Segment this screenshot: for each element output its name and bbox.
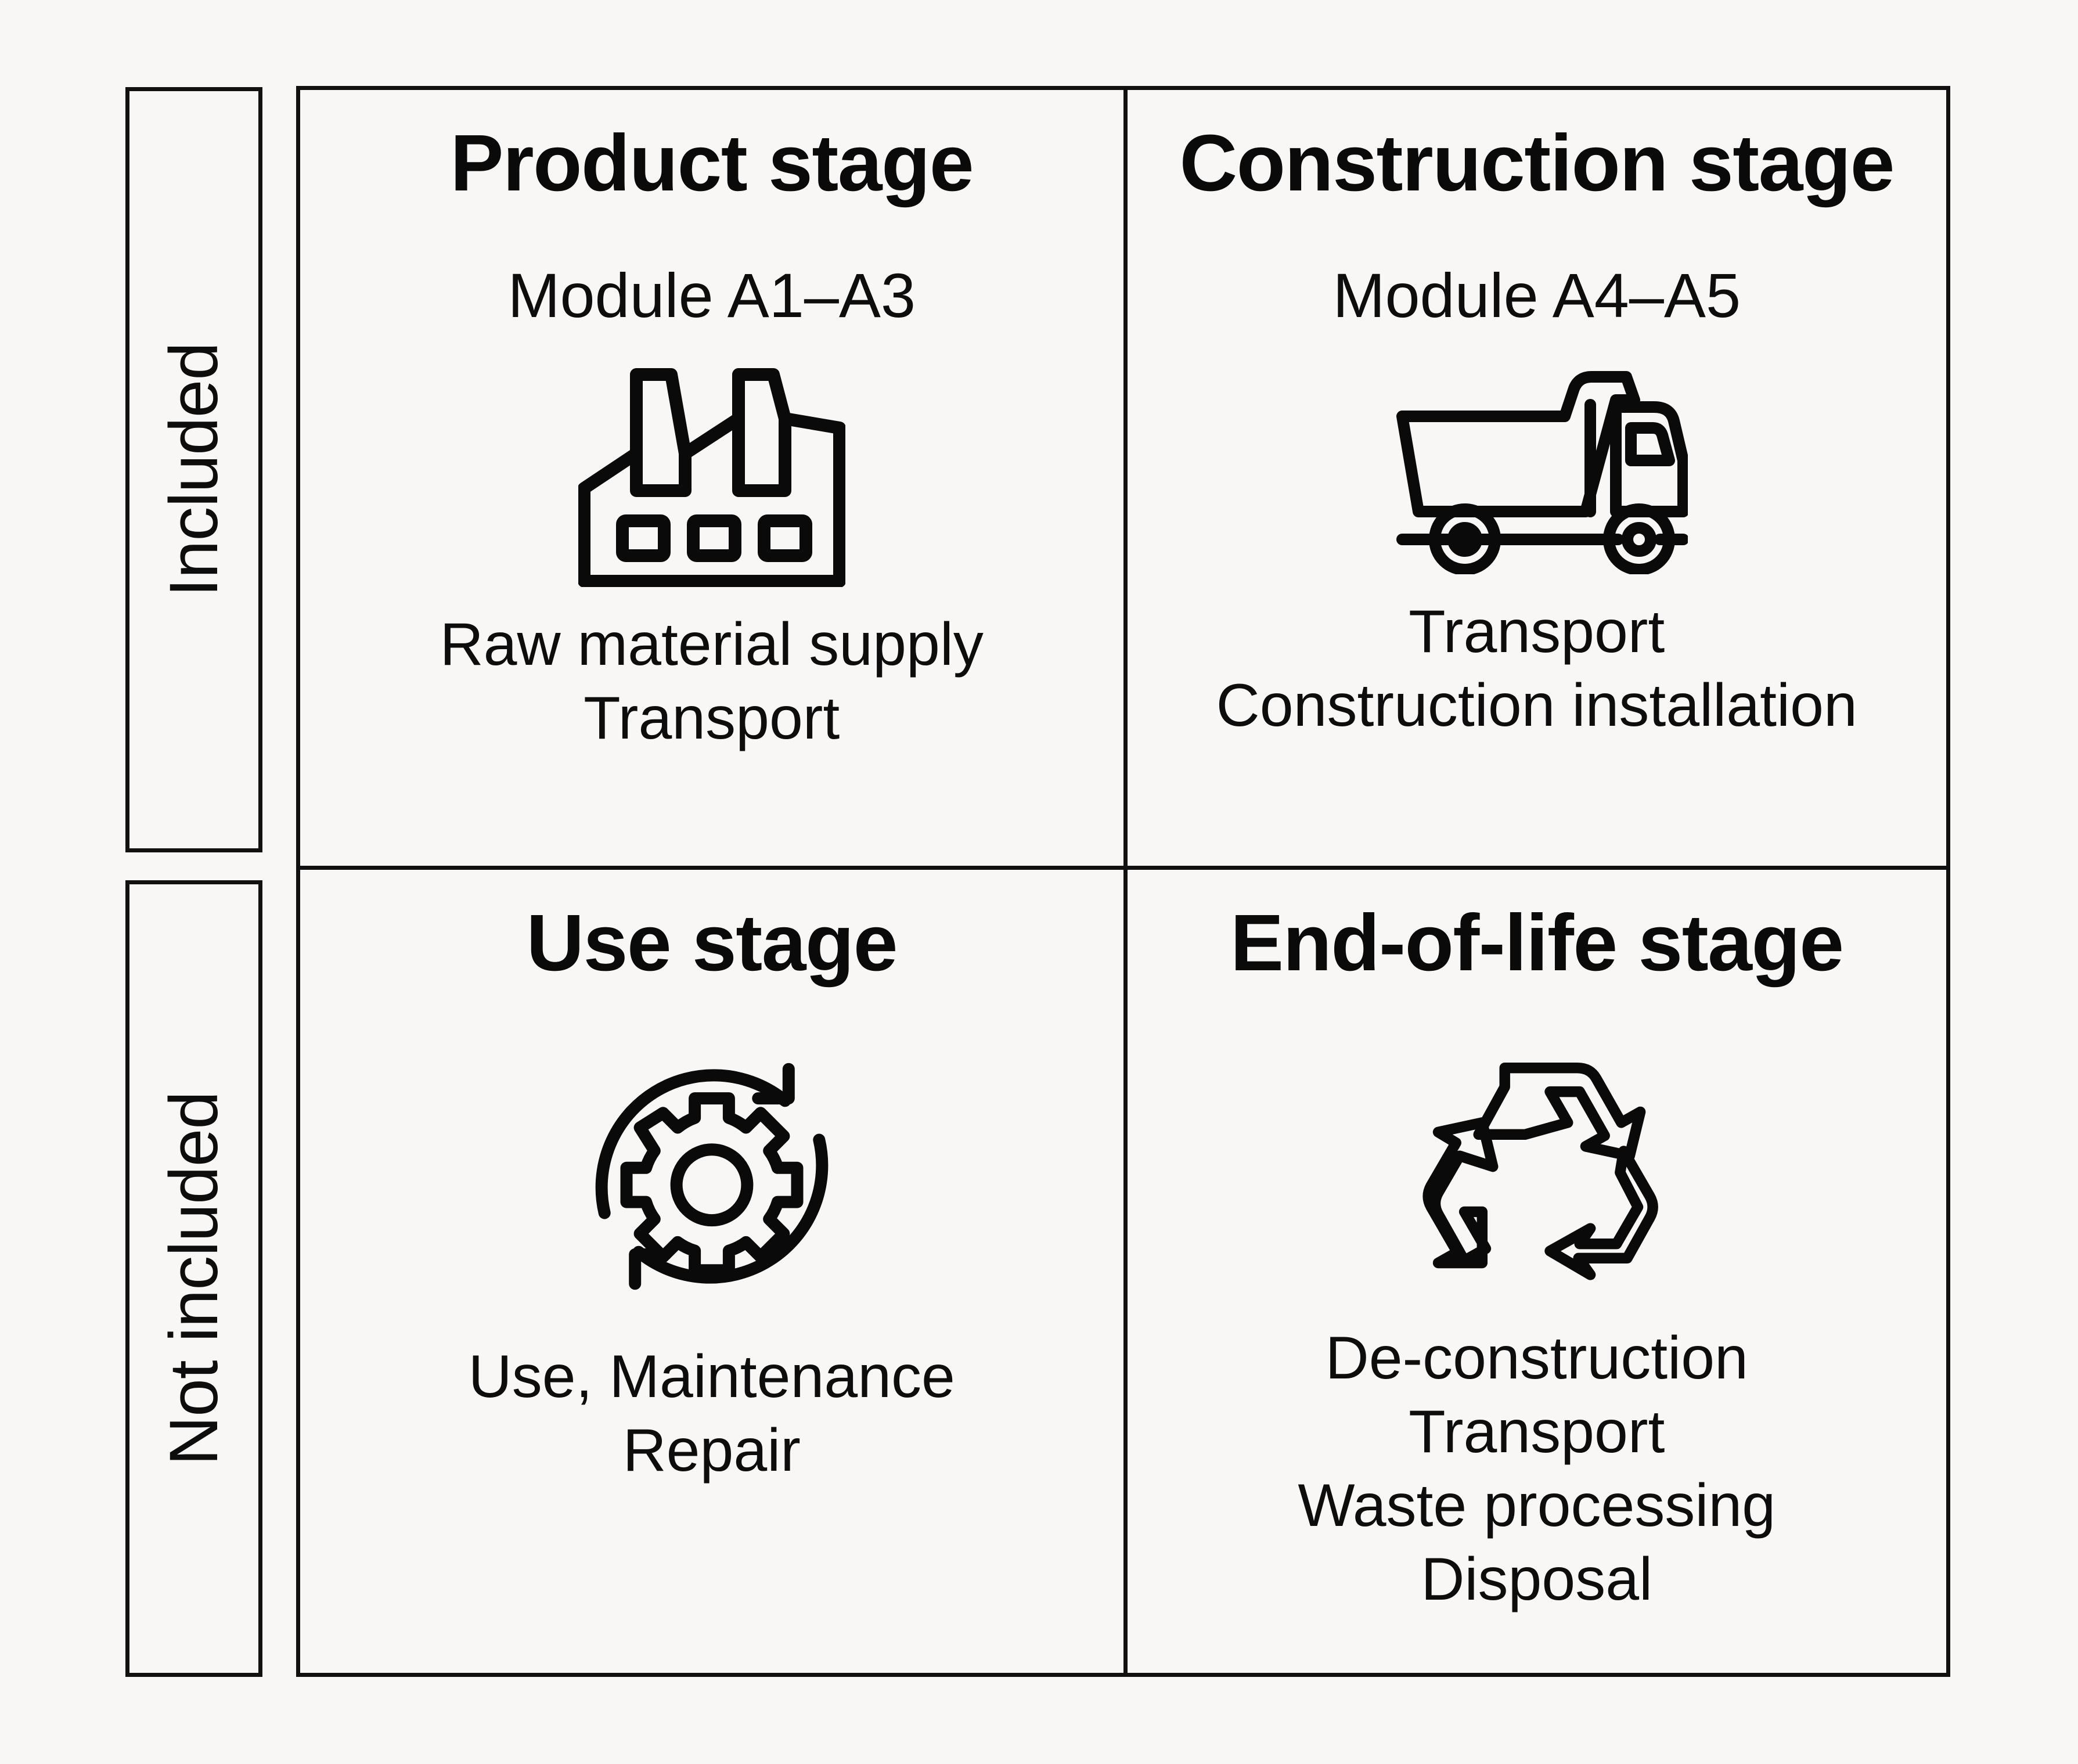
quadrant-product-stage: Product stage Module A1–A3 Raw material … (300, 90, 1123, 866)
description-line: Use, Maintenance (468, 1342, 955, 1410)
description-line: Transport (1409, 1398, 1665, 1466)
quadrant-title-end-of-life: End-of-life stage (1230, 898, 1844, 988)
quadrant-title-product: Product stage (450, 118, 974, 208)
scope-label-not-included: Not included (125, 880, 262, 1677)
description-line: Construction installation (1216, 671, 1857, 739)
quadrant-module-product: Module A1–A3 (507, 260, 916, 330)
quadrant-description-construction: Transport Construction installation (1216, 595, 1857, 743)
quadrant-end-of-life-stage: End-of-life stage De-construction Transp… (1123, 866, 1946, 1673)
dump-truck-icon (1386, 365, 1688, 574)
description-line: Raw material supply (440, 610, 984, 678)
description-line: Transport (1409, 597, 1665, 665)
factory-icon (578, 361, 845, 587)
recycle-icon (1412, 1042, 1662, 1286)
description-line: Transport (584, 684, 840, 752)
quadrant-title-use: Use stage (526, 898, 898, 988)
quadrant-use-stage: Use stage Use, Maintenance Repair (300, 866, 1123, 1673)
quadrant-construction-stage: Construction stage Module A4–A5 (1123, 90, 1947, 866)
stage-grid: Product stage Module A1–A3 Raw material … (296, 86, 1950, 1677)
description-line: Disposal (1421, 1545, 1653, 1613)
scope-label-included-text: Included (156, 342, 233, 597)
quadrant-title-construction: Construction stage (1179, 118, 1895, 208)
description-line: De-construction (1325, 1324, 1748, 1392)
scope-label-not-included-text: Not included (156, 1092, 233, 1466)
description-line: Repair (622, 1416, 801, 1484)
quadrant-description-use: Use, Maintenance Repair (469, 1340, 955, 1488)
gear-cycle-icon (590, 1054, 834, 1298)
scope-label-included: Included (125, 87, 262, 852)
quadrant-module-construction: Module A4–A5 (1332, 260, 1741, 330)
quadrant-description-product: Raw material supply Transport (440, 608, 984, 755)
description-line: Waste processing (1298, 1471, 1776, 1539)
quadrant-description-end-of-life: De-construction Transport Waste processi… (1298, 1322, 1776, 1617)
